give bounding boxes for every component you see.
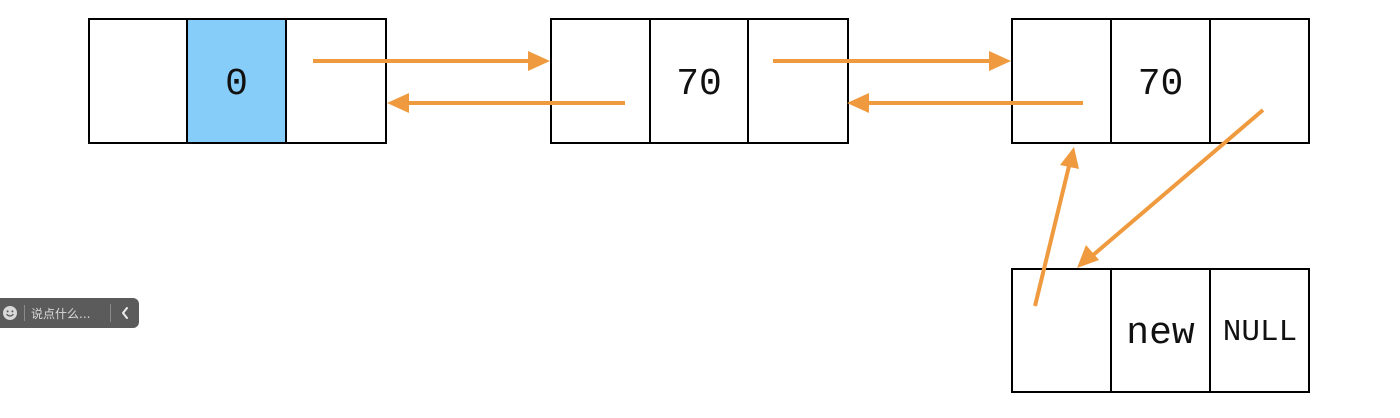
arrow-node2-next-to-node3 <box>773 51 1011 71</box>
list-node-3: 70 <box>1011 18 1310 144</box>
chevron-left-icon <box>122 307 128 319</box>
node-2-next-cell <box>747 18 849 144</box>
node-3-prev-cell <box>1011 18 1112 144</box>
comment-input[interactable]: 说点什么... <box>31 306 91 321</box>
comment-bar: 说点什么... <box>0 298 139 328</box>
node-1-next-cell <box>285 18 387 144</box>
new-node-next-cell <box>1209 268 1310 393</box>
node-1-prev-cell <box>88 18 188 144</box>
node-3-value-cell <box>1110 18 1211 144</box>
collapse-button[interactable] <box>111 298 139 328</box>
arrow-node3-next-to-new-node <box>1077 108 1265 268</box>
smile-icon[interactable] <box>2 305 18 321</box>
node-3-next-cell <box>1209 18 1310 144</box>
new-node-value-text: new <box>1126 312 1195 355</box>
node-1-value-text: 0 <box>225 63 248 106</box>
list-node-1: 0 <box>88 18 387 144</box>
node-2-value-text: 70 <box>676 63 722 106</box>
arrow-node1-next-to-node2 <box>313 51 550 71</box>
list-node-2: 70 <box>550 18 849 144</box>
new-node-next-text: NULL <box>1223 315 1297 350</box>
list-node-new: new NULL <box>1011 268 1310 393</box>
node-3-value-text: 70 <box>1138 63 1184 106</box>
comment-bar-separator <box>24 305 25 321</box>
new-node-prev-cell <box>1011 268 1112 393</box>
node-2-value-cell <box>649 18 749 144</box>
pointer-arrows <box>313 51 1265 307</box>
node-1-value-cell <box>186 18 287 144</box>
node-2-prev-cell <box>550 18 651 144</box>
comment-bar-separator-2 <box>110 304 111 322</box>
arrow-node2-prev-to-node1 <box>387 93 625 113</box>
arrow-new-node-prev-to-node3 <box>1033 147 1079 307</box>
arrow-node3-prev-to-node2 <box>847 93 1083 113</box>
